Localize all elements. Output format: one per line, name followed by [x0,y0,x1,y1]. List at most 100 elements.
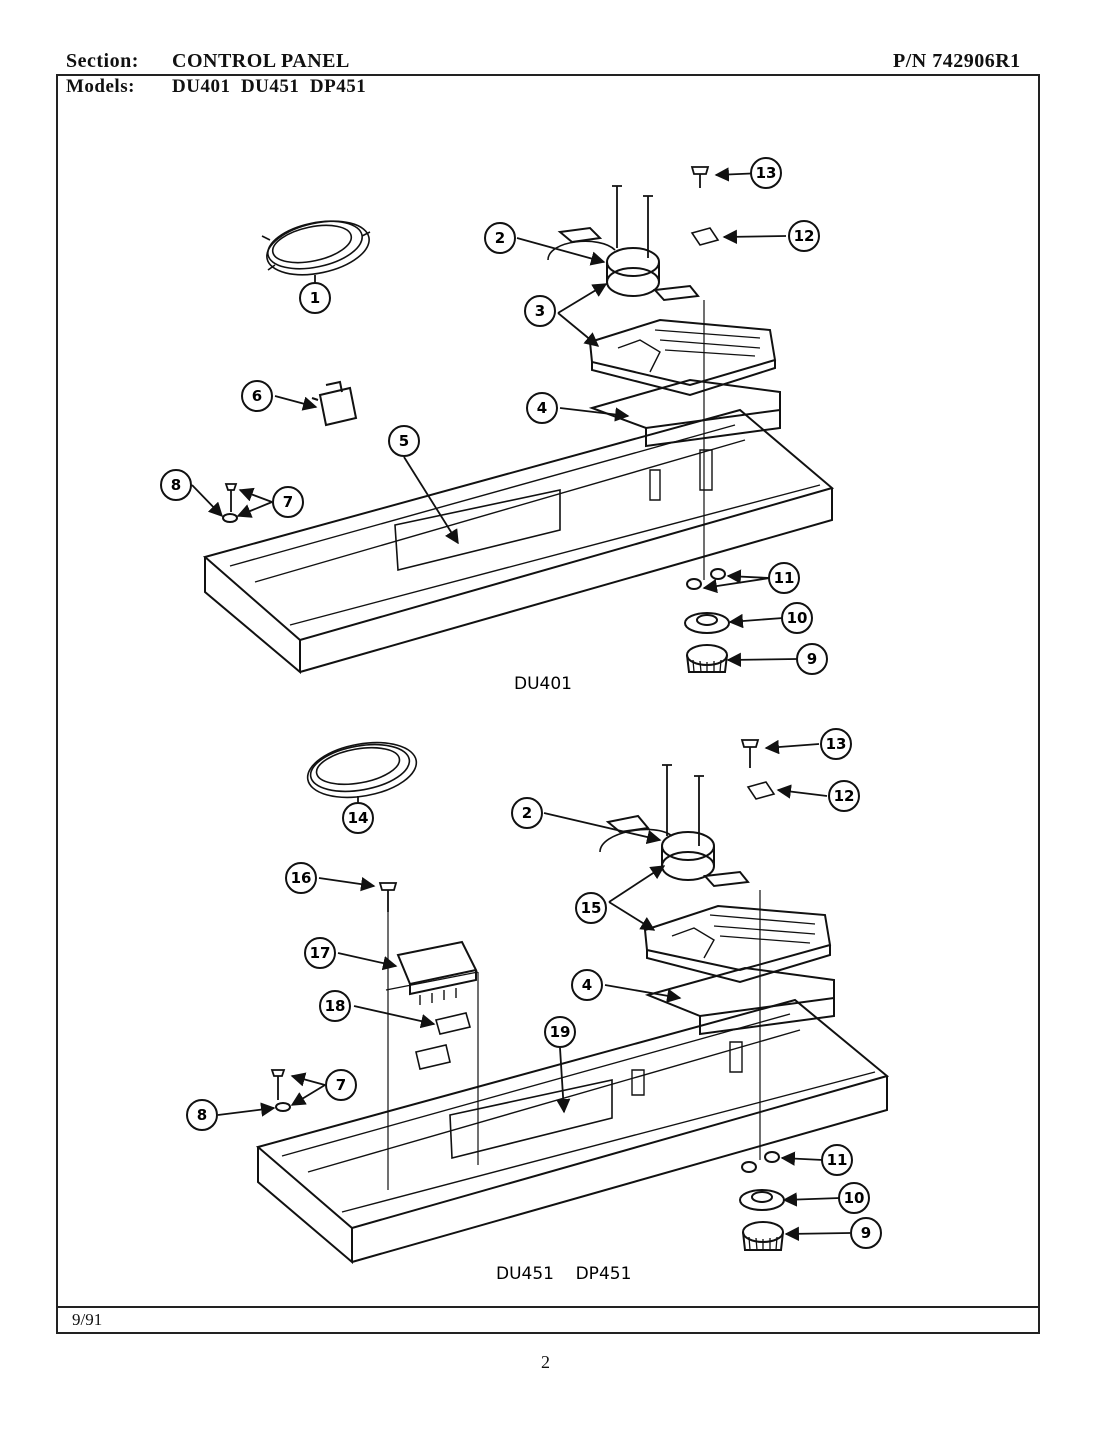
callout-circle [272,486,304,518]
callout-3: 3 [524,295,556,327]
callout-circle [544,1016,576,1048]
callout-10: 10 [781,602,813,634]
callout-circle [526,392,558,424]
callout-circle [186,1099,218,1131]
callout-circle [768,562,800,594]
callout-number: 8 [197,1106,207,1124]
diagram-caption-du401: DU401 [514,674,572,694]
callout-9: 9 [796,643,828,675]
section-label: Section: [66,50,139,72]
callout-circle [821,1144,853,1176]
callout-number: 16 [291,869,312,887]
callout-number: 13 [756,164,777,182]
callout-circle [524,295,556,327]
callout-12: 12 [828,780,860,812]
callout-circle [575,892,607,924]
diagram-caption-du451-dp451: DU451 DP451 [496,1264,631,1284]
diagram-du401 [202,166,835,675]
callout-number: 17 [310,944,331,962]
wire-harness-part [306,741,418,799]
revision-date: 9/91 [72,1310,103,1329]
callout-4: 4 [526,392,558,424]
callout-number: 5 [399,432,409,450]
knob-assembly-part [739,1151,785,1251]
callout-circle [160,469,192,501]
callout-13: 13 [750,157,782,189]
callout-5: 5 [388,425,420,457]
callout-number: 12 [794,227,815,245]
callout-number: 4 [537,399,547,417]
callout-number: 10 [787,609,808,627]
callout-circle [796,643,828,675]
callout-9: 9 [850,1217,882,1249]
timer-motor-part [547,226,700,302]
callout-16: 16 [285,862,317,894]
callout-circle [484,222,516,254]
callout-number: 3 [535,302,545,320]
callout-circle [304,937,336,969]
callout-circle [511,797,543,829]
callout-number: 7 [336,1076,346,1094]
callout-number: 18 [325,997,346,1015]
callout-labels: 1234567891011121324789101112131415161718… [160,157,882,1249]
callout-circle [241,380,273,412]
callout-number: 2 [495,229,505,247]
callout-17: 17 [304,937,336,969]
page-number: 2 [541,1352,550,1372]
callout-circle [781,602,813,634]
diagram-du451-dp451 [255,739,890,1265]
callout-circle [820,728,852,760]
callout-8: 8 [160,469,192,501]
callout-number: 15 [581,899,602,917]
switch-part [311,380,358,427]
console-housing-part [202,408,835,675]
callout-7: 7 [272,486,304,518]
timer-plate-part [588,318,777,397]
callout-circle [342,802,374,834]
callout-15: 15 [575,892,607,924]
callout-number: 10 [844,1189,865,1207]
callout-circle [325,1069,357,1101]
callout-circle [285,862,317,894]
callout-circle [750,157,782,189]
callout-circle [299,282,331,314]
callout-number: 4 [582,976,592,994]
switch-part [385,940,479,1005]
callout-circle [788,220,820,252]
callout-number: 2 [522,804,532,822]
callout-number: 9 [861,1224,871,1242]
callout-number: 11 [827,1151,848,1169]
section-title: CONTROL PANEL [172,50,350,72]
timer-motor-part [599,814,750,888]
callout-circle [388,425,420,457]
callout-number: 14 [348,809,369,827]
callout-number: 8 [171,476,181,494]
callouts-du451-dp451 [217,739,851,1241]
callout-7: 7 [325,1069,357,1101]
callouts-du401 [191,167,798,668]
callout-number: 11 [774,569,795,587]
callout-circle [828,780,860,812]
callout-2: 2 [484,222,516,254]
callout-19: 19 [544,1016,576,1048]
callout-number: 9 [807,650,817,668]
callout-11: 11 [821,1144,853,1176]
footer-divider [56,1306,1040,1308]
wire-harness-part [261,220,371,276]
callout-13: 13 [820,728,852,760]
callout-circle [850,1217,882,1249]
callout-8: 8 [186,1099,218,1131]
console-housing-part [255,998,890,1265]
callout-11: 11 [768,562,800,594]
callout-6: 6 [241,380,273,412]
callout-number: 1 [310,289,320,307]
callout-18: 18 [319,990,351,1022]
callout-12: 12 [788,220,820,252]
insulator-part [644,966,835,1036]
timer-plate-part [643,904,832,984]
callout-number: 13 [826,735,847,753]
callout-circle [838,1182,870,1214]
callout-1: 1 [299,282,331,314]
callout-number: 7 [283,493,293,511]
